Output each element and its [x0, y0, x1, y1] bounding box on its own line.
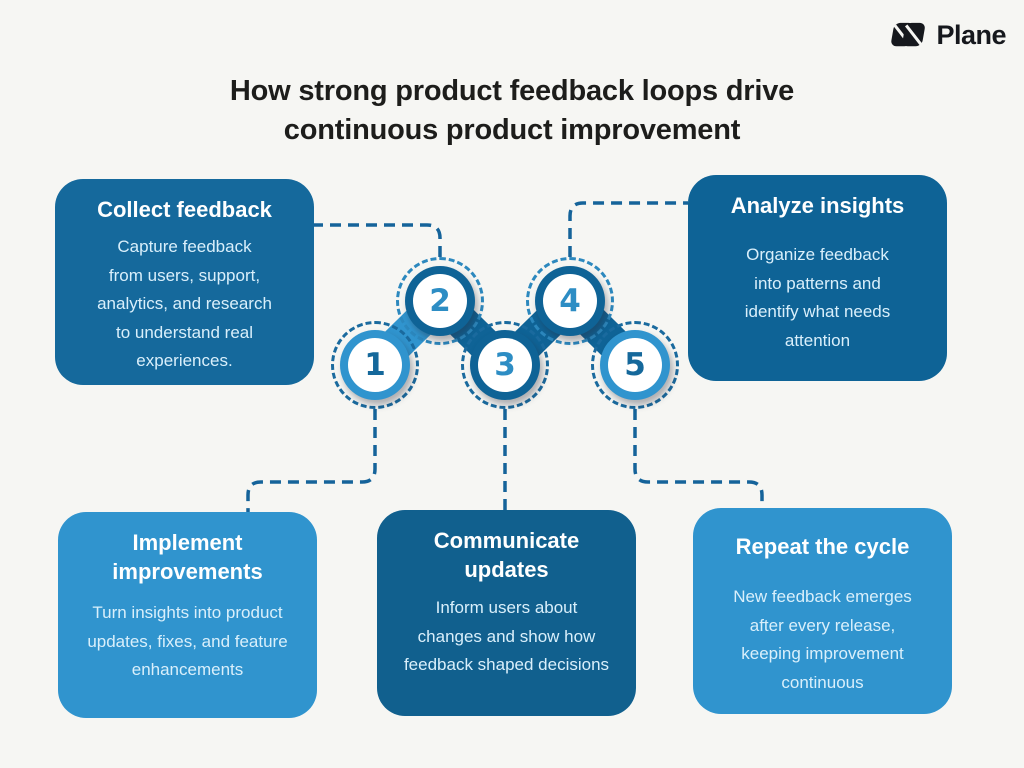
step-circle-5: 5: [591, 321, 679, 409]
connector-step5-to-repeat: [633, 409, 764, 508]
step-inner-1: 1: [348, 338, 402, 392]
card-communicate-updates: Communicate updates Inform users about c…: [377, 510, 636, 716]
step-number-1: 1: [364, 347, 386, 383]
step-inner-5: 5: [608, 338, 662, 392]
step-ring-2: 2: [405, 266, 475, 336]
step-inner-4: 4: [543, 274, 597, 328]
card-repeat-title: Repeat the cycle: [735, 534, 910, 559]
card-communicate-body: Inform users about changes and show how …: [403, 598, 610, 674]
plane-logo-icon: [891, 22, 926, 47]
step-circle-1: 1: [331, 321, 419, 409]
card-implement-title: Implement improvements: [112, 530, 263, 584]
connector-step4-to-analyze: [568, 201, 688, 257]
step-number-2: 2: [429, 283, 451, 319]
card-analyze-insights: Analyze insights Organize feedback into …: [688, 175, 947, 381]
card-collect-body: Capture feedback from users, support, an…: [97, 237, 272, 370]
step-number-5: 5: [624, 347, 646, 383]
connector-step1-to-implement: [246, 409, 377, 512]
step-ring-5: 5: [600, 330, 670, 400]
step-ring-3: 3: [470, 330, 540, 400]
card-repeat-body: New feedback emerges after every release…: [733, 587, 912, 692]
step-number-3: 3: [494, 347, 516, 383]
step-circle-3: 3: [461, 321, 549, 409]
step-ring-4: 4: [535, 266, 605, 336]
card-implement-improvements: Implement improvements Turn insights int…: [58, 512, 317, 718]
card-analyze-body: Organize feedback into patterns and iden…: [744, 245, 891, 350]
card-repeat-cycle: Repeat the cycle New feedback emerges af…: [693, 508, 952, 714]
step-inner-2: 2: [413, 274, 467, 328]
connector-collect-to-step2: [312, 223, 442, 257]
step-ring-1: 1: [340, 330, 410, 400]
plane-logo: Plane: [889, 18, 1006, 52]
card-collect-title: Collect feedback: [97, 197, 272, 222]
step-circle-2: 2: [396, 257, 484, 345]
card-implement-body: Turn insights into product updates, fixe…: [87, 603, 288, 679]
step-circle-4: 4: [526, 257, 614, 345]
card-analyze-title: Analyze insights: [730, 193, 905, 218]
page-title: How strong product feedback loops drive …: [229, 75, 795, 146]
step-inner-3: 3: [478, 338, 532, 392]
plane-logo-text: Plane: [936, 19, 1006, 50]
step-number-4: 4: [559, 283, 581, 319]
card-communicate-title: Communicate updates: [433, 528, 580, 582]
card-collect-feedback: Collect feedback Capture feedback from u…: [55, 179, 314, 385]
